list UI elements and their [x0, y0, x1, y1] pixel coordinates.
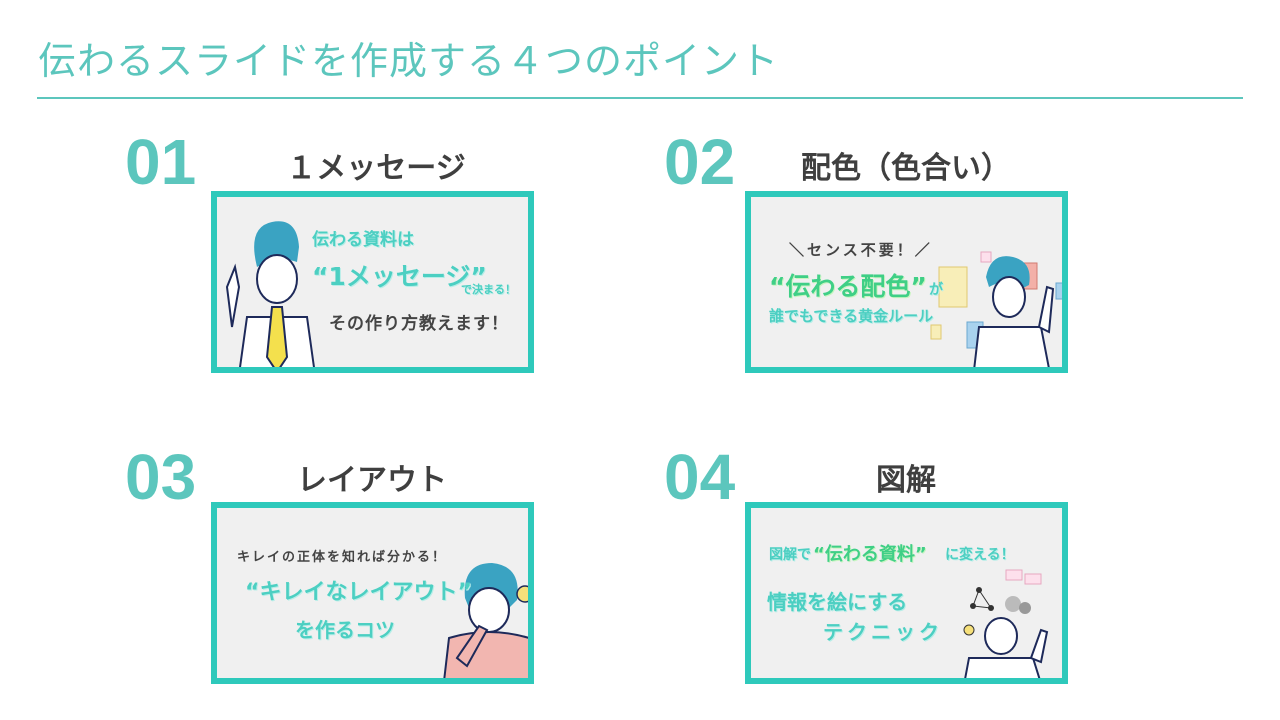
card-01-line3: その作り方教えます！	[329, 314, 509, 334]
card-01-line2-suffix: で決まる！	[461, 283, 516, 296]
card-04-line1: “伝わる資料”	[813, 544, 927, 565]
title-divider	[37, 97, 1243, 99]
point-heading-01: １メッセージ	[286, 151, 466, 186]
card-04-line1-prefix: 図解で	[769, 547, 811, 563]
diagram-man-illustration	[963, 569, 1049, 678]
point-heading-04: 図解	[876, 463, 936, 498]
thumbnail-card-04[interactable]: 図解で “伝わる資料” に変える！ 情報を絵にする テクニック	[745, 502, 1068, 684]
thumbnail-card-02[interactable]: ＼センス不要！／ “伝わる配色” が 誰でもできる黄金ルール	[745, 191, 1068, 373]
card-02-line3: 誰でもできる黄金ルール	[769, 307, 934, 325]
color-swatches-illustration	[930, 251, 1062, 367]
card-04-line3: テクニック	[823, 620, 943, 644]
card-01-line1: 伝わる資料は	[312, 230, 414, 250]
point-number-03: 03	[125, 441, 197, 513]
point-heading-03: レイアウト	[297, 463, 447, 498]
woman-thinking-illustration	[443, 563, 528, 678]
page-title: 伝わるスライドを作成する４つのポイント	[38, 39, 780, 83]
businessman-illustration	[225, 221, 315, 367]
point-number-02: 02	[664, 126, 736, 198]
thumbnail-card-01[interactable]: 伝わる資料は “1メッセージ” で決まる！ その作り方教えます！	[211, 191, 534, 373]
card-02-line2: “伝わる配色”	[769, 272, 927, 301]
point-heading-02: 配色（色合い）	[801, 151, 1011, 186]
card-03-line3: を作るコツ	[295, 618, 395, 642]
card-04-line1-suffix: に変える！	[945, 547, 1015, 563]
card-04-line2: 情報を絵にする	[767, 590, 908, 614]
point-number-01: 01	[125, 126, 197, 198]
card-02-line2-suffix: が	[929, 282, 943, 298]
card-01-line2: “1メッセージ”	[312, 262, 487, 291]
thumbnail-card-03[interactable]: キレイの正体を知れば分かる！ “キレイなレイアウト” を作るコツ	[211, 502, 534, 684]
card-03-line2: “キレイなレイアウト”	[245, 580, 472, 605]
point-number-04: 04	[664, 441, 736, 513]
card-02-line1: ＼センス不要！／	[789, 241, 933, 259]
card-03-line1: キレイの正体を知れば分かる！	[237, 550, 448, 565]
